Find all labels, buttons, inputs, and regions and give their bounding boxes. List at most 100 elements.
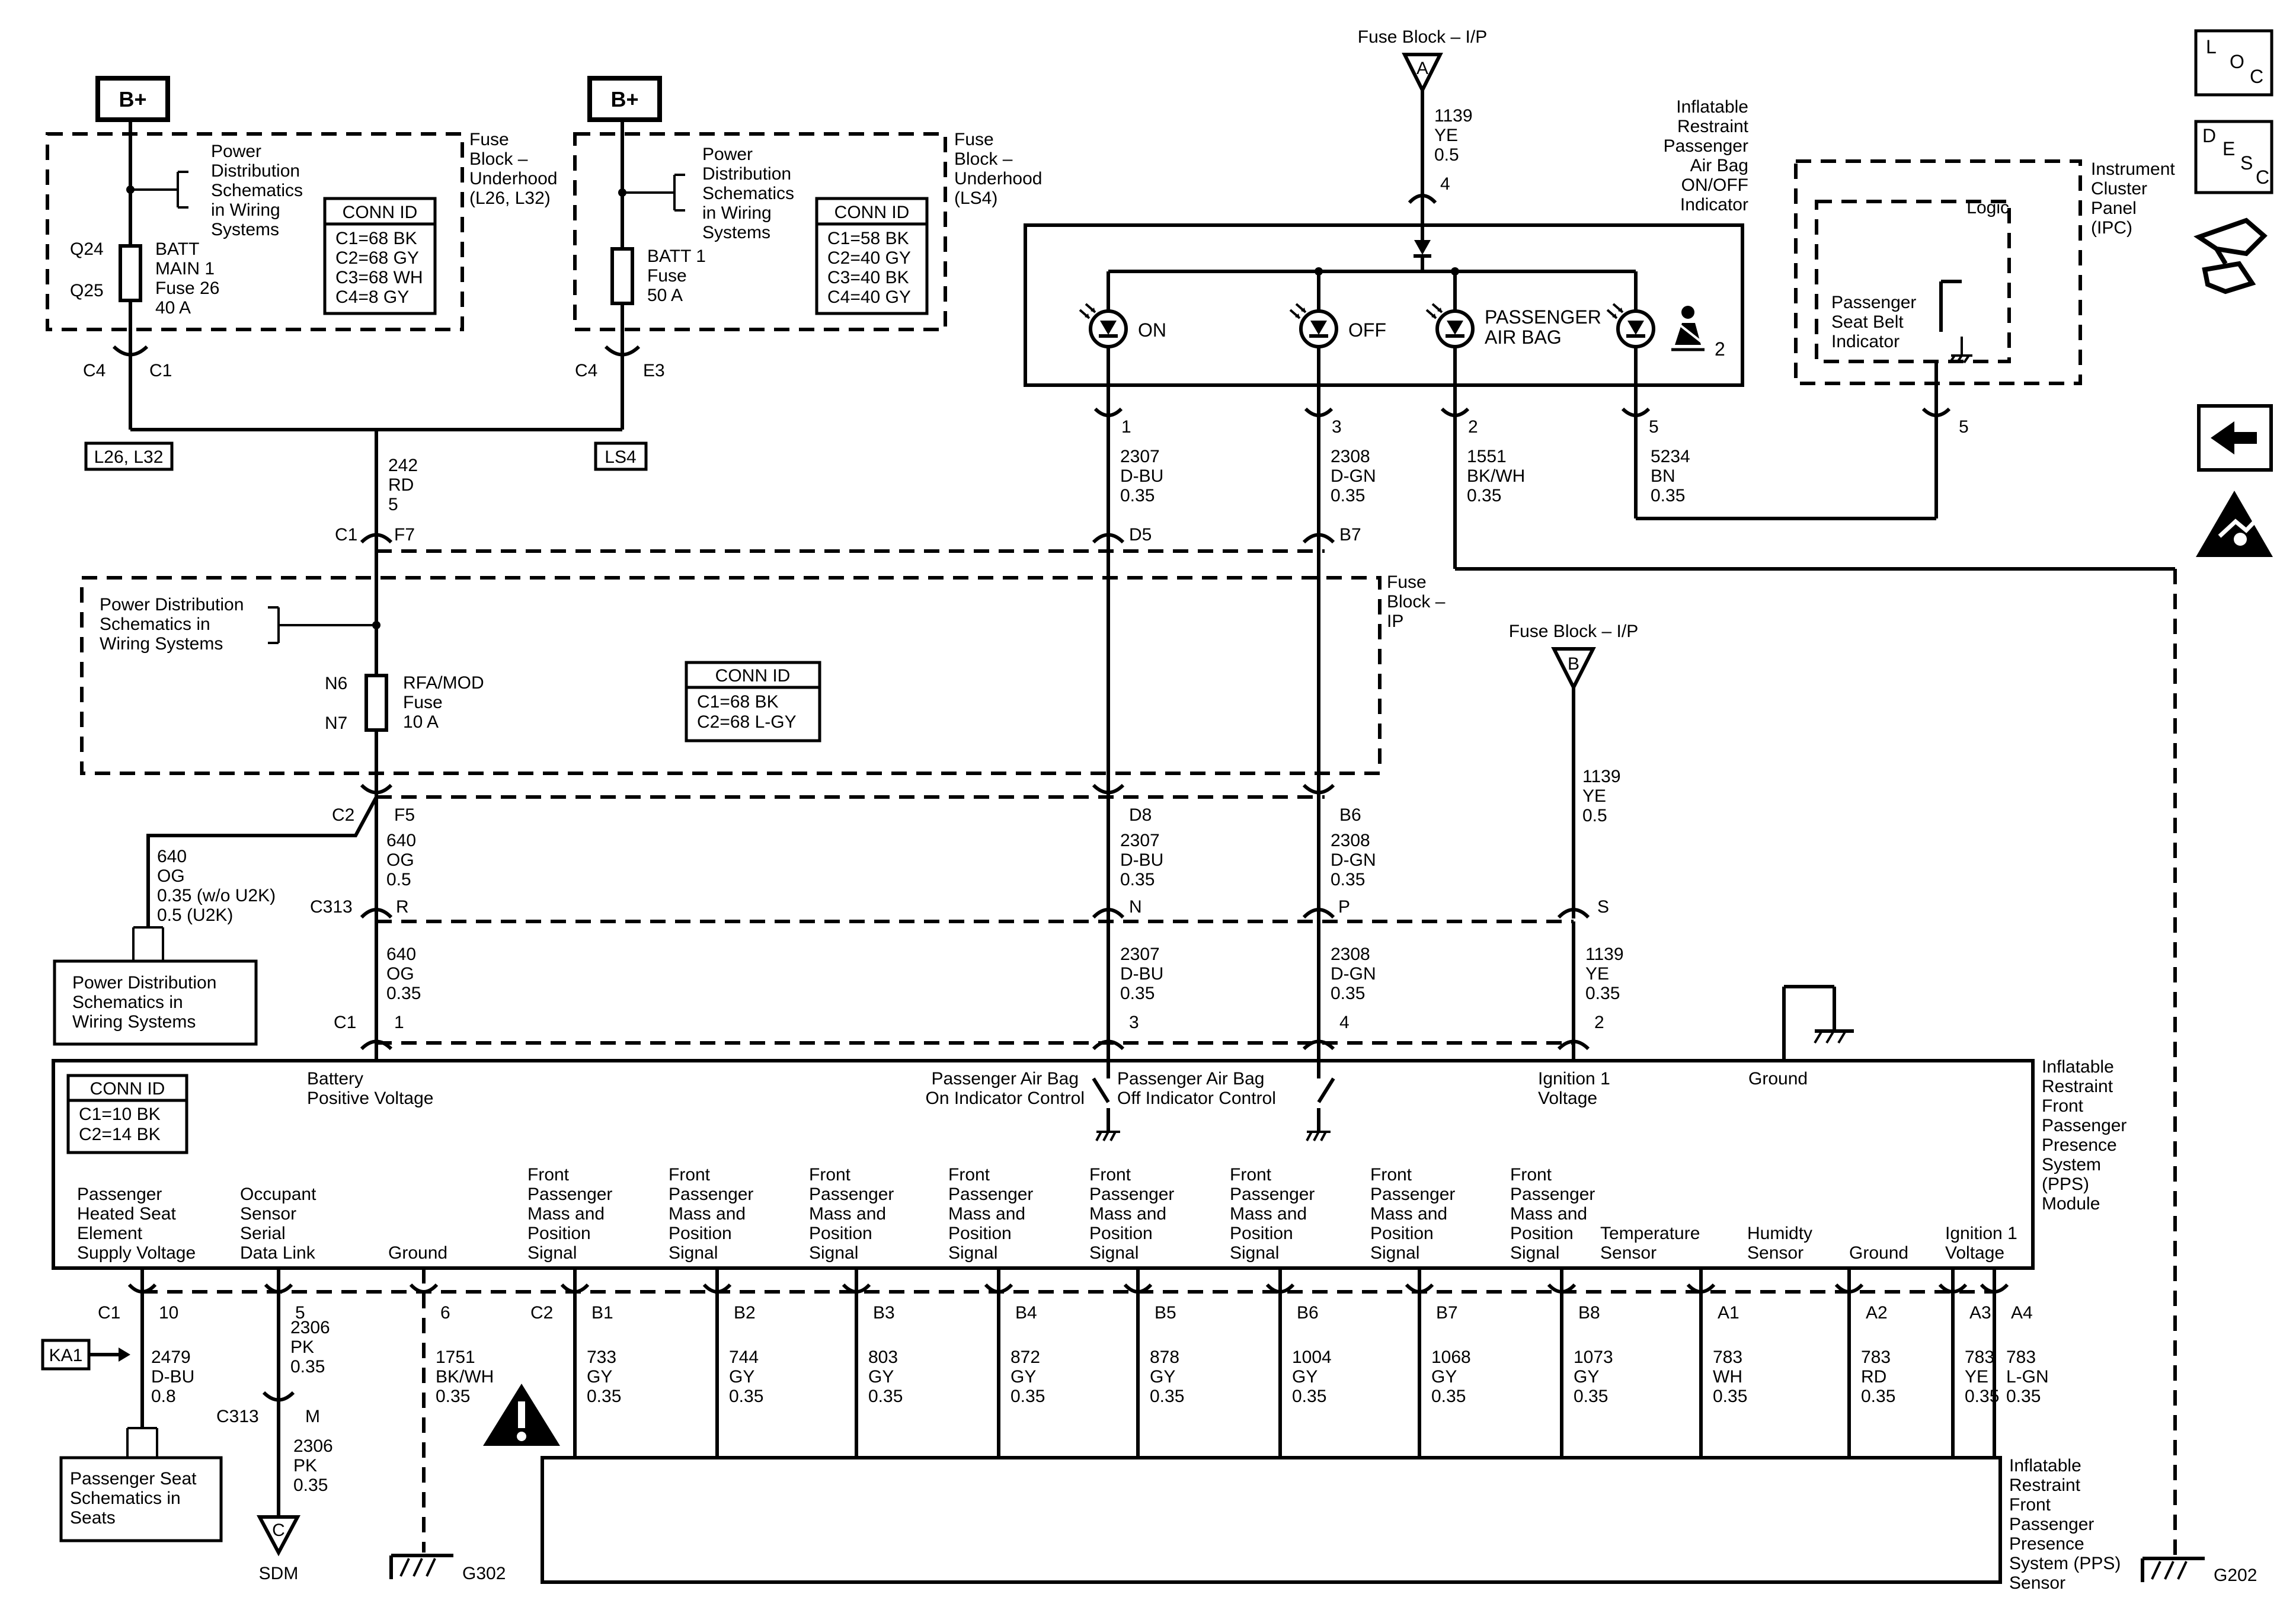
bottom-pin-connector — [264, 1283, 293, 1294]
svg-text:S: S — [1597, 897, 1609, 917]
svg-text:0.35: 0.35 — [1467, 486, 1501, 505]
connector-c4-e3-right — [604, 345, 641, 357]
svg-text:C: C — [2256, 167, 2269, 188]
svg-text:0.5 (U2K): 0.5 (U2K) — [157, 905, 233, 925]
pps-sensor-title: Inflatable Restraint Front Passenger Pre… — [2009, 1456, 2121, 1593]
bottom-wire-label: GY — [1292, 1367, 1318, 1387]
bottom-wire-label: 0.35 — [868, 1387, 903, 1406]
svg-text:Mass and: Mass and — [948, 1204, 1025, 1224]
svg-text:Mass and: Mass and — [1510, 1204, 1587, 1224]
pps-module-title: Inflatable Restraint Front Passenger Pre… — [2042, 1057, 2126, 1214]
svg-text:C1=58 BK: C1=58 BK — [827, 229, 909, 248]
svg-text:Restraint: Restraint — [2009, 1475, 2081, 1495]
svg-text:PK: PK — [293, 1456, 317, 1475]
svg-text:Position: Position — [1230, 1224, 1293, 1243]
svg-text:C3=40 BK: C3=40 BK — [827, 268, 909, 287]
svg-text:Restraint: Restraint — [1677, 117, 1749, 136]
bottom-pin-label: B3 — [873, 1303, 895, 1323]
bottom-wire-label: L-GN — [2006, 1367, 2049, 1387]
svg-text:Mass and: Mass and — [809, 1204, 886, 1224]
fuse-block-underhood-left-title: Fuse Block – Underhood (L26, L32) — [469, 130, 557, 208]
svg-text:BK/WH: BK/WH — [1467, 466, 1525, 486]
bottom-wire-label: 0.35 — [1431, 1387, 1466, 1406]
cavity-q24: Q24 — [70, 239, 104, 259]
svg-text:Ground: Ground — [1849, 1243, 1908, 1263]
bottom-wire-label: 0.8 — [151, 1387, 176, 1406]
svg-text:C2: C2 — [332, 805, 354, 825]
svg-text:3: 3 — [1129, 1013, 1139, 1032]
svg-text:Front: Front — [669, 1165, 711, 1185]
svg-text:Signal: Signal — [1230, 1243, 1279, 1263]
bottom-pin-label: A2 — [1866, 1303, 1888, 1323]
svg-text:2: 2 — [1715, 338, 1725, 360]
svg-text:Passenger: Passenger — [1230, 1185, 1315, 1204]
svg-text:Mass and: Mass and — [1230, 1204, 1307, 1224]
wire-2306-lower-label: 2306 PK 0.35 — [293, 1436, 333, 1495]
svg-text:Passenger: Passenger — [77, 1185, 162, 1204]
svg-text:Block –: Block – — [954, 149, 1013, 169]
svg-text:5: 5 — [388, 495, 398, 514]
svg-text:Distribution: Distribution — [702, 164, 791, 184]
bottom-wire-label: 744 — [729, 1347, 759, 1367]
svg-text:C2=68 GY: C2=68 GY — [335, 248, 419, 268]
svg-text:1551: 1551 — [1467, 447, 1507, 466]
bottom-wire-label: GY — [868, 1367, 894, 1387]
svg-text:C313: C313 — [310, 897, 353, 917]
svg-text:Presence: Presence — [2009, 1534, 2084, 1554]
svg-text:C4=40 GY: C4=40 GY — [827, 287, 911, 307]
svg-text:BATT: BATT — [155, 239, 199, 259]
pds-text-ip: Power Distribution Schematics in Wiring … — [100, 595, 244, 654]
svg-text:Power Distribution: Power Distribution — [100, 595, 244, 614]
svg-text:in Wiring: in Wiring — [702, 203, 772, 223]
bottom-wire-label: 0.35 — [1292, 1387, 1326, 1406]
bottom-pin-label: B4 — [1015, 1303, 1037, 1323]
svg-text:Passenger: Passenger — [2042, 1116, 2126, 1135]
bottom-wire-label: GY — [1431, 1367, 1457, 1387]
bottom-pin-label: 10 — [159, 1303, 178, 1323]
svg-text:IP: IP — [1387, 612, 1403, 631]
sdm-reference: C SDM — [257, 1515, 300, 1583]
svg-text:D-BU: D-BU — [1120, 466, 1163, 486]
svg-text:Sensor: Sensor — [240, 1204, 296, 1224]
bottom-wire-label: RD — [1861, 1367, 1886, 1387]
bottom-wire-label: 0.35 — [1574, 1387, 1608, 1406]
wire-640-branch-label: 640 OG 0.35 (w/o U2K) 0.5 (U2K) — [157, 847, 276, 925]
svg-text:P: P — [1338, 897, 1350, 917]
bottom-pin-connector — [1980, 1283, 2009, 1294]
svg-text:Panel: Panel — [2091, 199, 2137, 218]
wire-1551-label: 1551 BK/WH 0.35 — [1467, 447, 1525, 505]
svg-text:MAIN 1: MAIN 1 — [155, 259, 215, 279]
svg-text:Indicator: Indicator — [1680, 195, 1748, 215]
svg-text:Indicator: Indicator — [1831, 332, 1900, 351]
svg-text:Signal: Signal — [1089, 1243, 1139, 1263]
svg-text:2306: 2306 — [293, 1436, 333, 1456]
bottom-wire-label: 0.35 — [1150, 1387, 1184, 1406]
desc-icon[interactable]: D E S C — [2194, 120, 2273, 194]
connector-view-icon[interactable] — [2193, 217, 2268, 295]
svg-text:Data Link: Data Link — [240, 1243, 316, 1263]
svg-text:Presence: Presence — [2042, 1135, 2117, 1155]
wire-2308-top-label: 2308 D-GN 0.35 — [1331, 447, 1376, 505]
back-arrow-icon[interactable] — [2197, 404, 2273, 472]
svg-text:Position: Position — [948, 1224, 1012, 1243]
svg-text:Schematics in: Schematics in — [72, 993, 183, 1012]
lamp-on-label: ON — [1138, 319, 1166, 341]
bottom-pin-connector — [1938, 1283, 1968, 1294]
svg-text:On Indicator Control: On Indicator Control — [926, 1089, 1085, 1108]
loc-icon[interactable]: L O C — [2194, 29, 2273, 97]
conn-id-table-right: CONN ID C1=58 BK C2=40 GY C3=40 BK C4=40… — [815, 197, 929, 315]
lamp-passenger-airbag-icon — [1427, 304, 1473, 347]
ipc-switch-icon — [1934, 280, 1972, 418]
svg-text:E: E — [2223, 138, 2235, 159]
svg-text:G302: G302 — [462, 1564, 506, 1583]
bottom-wire-label: 878 — [1150, 1347, 1179, 1367]
svg-text:4: 4 — [1339, 1013, 1350, 1032]
svg-text:D-GN: D-GN — [1331, 466, 1376, 486]
svg-text:Mass and: Mass and — [527, 1204, 605, 1224]
svg-text:0.35: 0.35 — [1120, 870, 1155, 889]
svg-text:C1=10 BK: C1=10 BK — [79, 1105, 161, 1124]
bottom-wire-label: 0.35 — [290, 1357, 325, 1377]
fuse-block-ip-title: Fuse Block – IP — [1387, 572, 1446, 631]
svg-text:A: A — [1416, 59, 1428, 78]
svg-text:2307: 2307 — [1120, 831, 1160, 850]
